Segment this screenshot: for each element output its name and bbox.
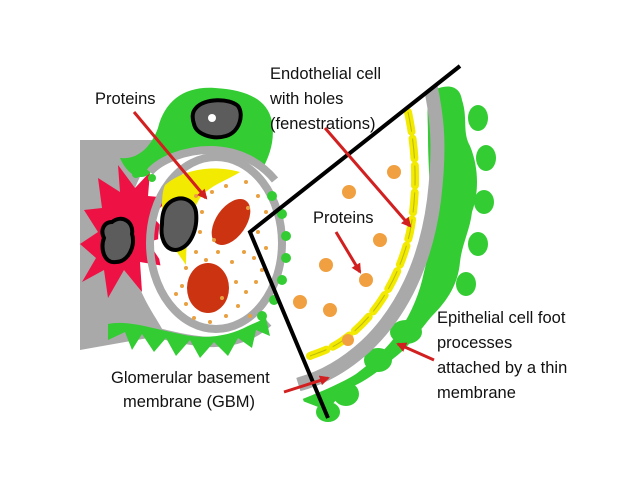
- label-epithelial-line-4: membrane: [437, 384, 516, 402]
- label-proteins-right: Proteins: [313, 209, 374, 227]
- label-gbm-line-2: membrane (GBM): [123, 393, 256, 411]
- podocyte-lower: [108, 317, 272, 358]
- rbc-upper: [211, 199, 251, 245]
- endothelial-fenestrations: [306, 108, 420, 360]
- endothelial-nucleus: [159, 196, 199, 253]
- capillary-left: [132, 153, 291, 333]
- mesangial-cell: [80, 165, 170, 298]
- arrow-proteins-left: [132, 111, 208, 200]
- arrow-epithelial: [396, 342, 435, 362]
- rbc-lower: [187, 263, 229, 313]
- arrow-proteins-right: [334, 231, 362, 274]
- arrow-gbm: [283, 375, 330, 394]
- label-epithelial-line-1: Epithelial cell foot: [437, 309, 566, 327]
- plasma-protein-dots: [174, 180, 268, 324]
- protein-dots-magnified: [293, 165, 401, 346]
- label-epithelial-line-3: attached by a thin: [437, 359, 568, 377]
- pointer-arrows: [132, 111, 435, 394]
- magnified-wedge: [293, 77, 496, 422]
- label-endothelial-line-2: with holes: [270, 90, 344, 108]
- gbm-layer: [293, 77, 445, 391]
- label-endothelial-line-1: Endothelial cell: [270, 65, 381, 83]
- arrow-endothelial: [323, 127, 412, 228]
- magnification-wedge-outline: [247, 64, 462, 419]
- podocyte-upper: [120, 87, 279, 183]
- label-epithelial-line-2: processes: [437, 334, 513, 352]
- podocyte-feet-left: [132, 170, 291, 321]
- podocyte-nucleus: [190, 98, 243, 140]
- label-proteins-left: Proteins: [95, 90, 156, 108]
- mesangial-nucleus: [100, 216, 135, 265]
- label-gbm-line-1: Glomerular basement: [111, 369, 270, 387]
- podocyte-nucleolus: [208, 114, 216, 122]
- label-endothelial-line-3: (fenestrations): [270, 115, 376, 133]
